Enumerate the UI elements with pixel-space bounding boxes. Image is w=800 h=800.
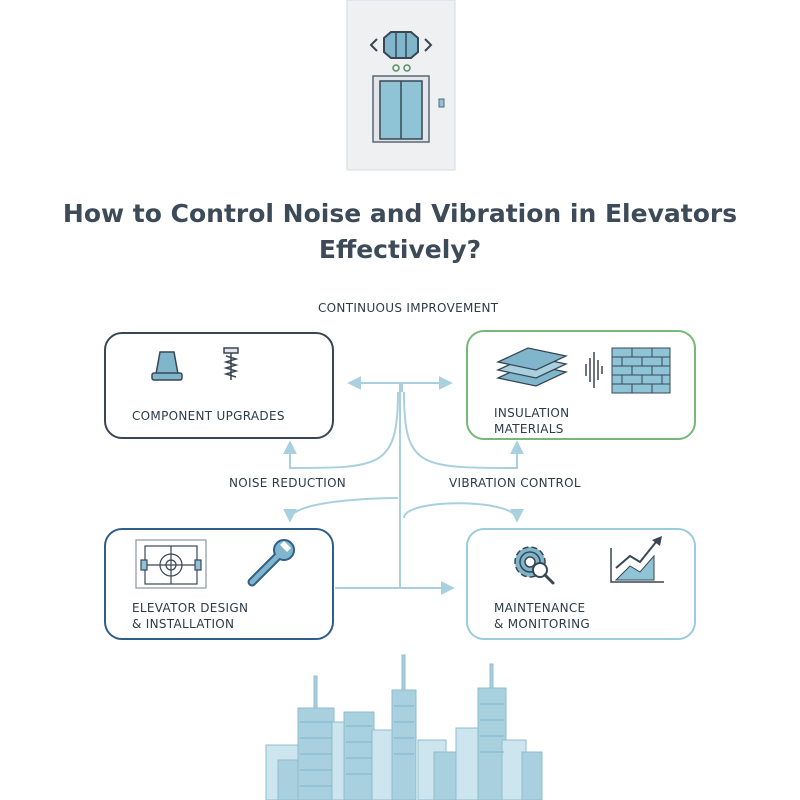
maintenance-monitoring-title: MAINTENANCE & MONITORING [494, 601, 591, 631]
growth-chart-icon [610, 536, 664, 583]
elevator-car-icon [369, 31, 433, 59]
spring-bolt-icon [223, 347, 239, 380]
insulation-layers-icon [495, 347, 569, 387]
damper-pad-icon [151, 351, 183, 381]
box-maintenance-monitoring: MAINTENANCE & MONITORING [466, 528, 696, 640]
box-component-upgrades: COMPONENT UPGRADES [104, 332, 334, 439]
brick-wall-icon [611, 347, 671, 394]
label-noise-reduction: NOISE REDUCTION [229, 476, 347, 490]
arrow-down-right [403, 502, 524, 523]
blueprint-icon [135, 539, 207, 589]
arrow-up-left [283, 391, 399, 470]
arrow-to-insulation [401, 376, 453, 392]
arrow-down-left [283, 497, 399, 523]
arrow-up-right [403, 391, 524, 470]
label-continuous-improvement: CONTINUOUS IMPROVEMENT [318, 301, 499, 315]
component-upgrades-title: COMPONENT UPGRADES [132, 409, 285, 423]
box-elevator-design: ELEVATOR DESIGN & INSTALLATION [104, 528, 334, 640]
insulation-materials-title: INSULATION MATERIALS [494, 406, 570, 436]
sound-wave-icon [585, 352, 603, 388]
elevator-door-icon [372, 75, 430, 143]
elevator-design-title: ELEVATOR DESIGN & INSTALLATION [132, 601, 249, 631]
label-vibration-control: VIBRATION CONTROL [449, 476, 581, 490]
gear-search-icon [514, 546, 555, 585]
page-title: How to Control Noise and Vibration in El… [40, 196, 760, 268]
title-line-2: Effectively? [318, 235, 482, 264]
title-line-1: How to Control Noise and Vibration in El… [62, 199, 738, 228]
wrench-icon [247, 539, 295, 587]
